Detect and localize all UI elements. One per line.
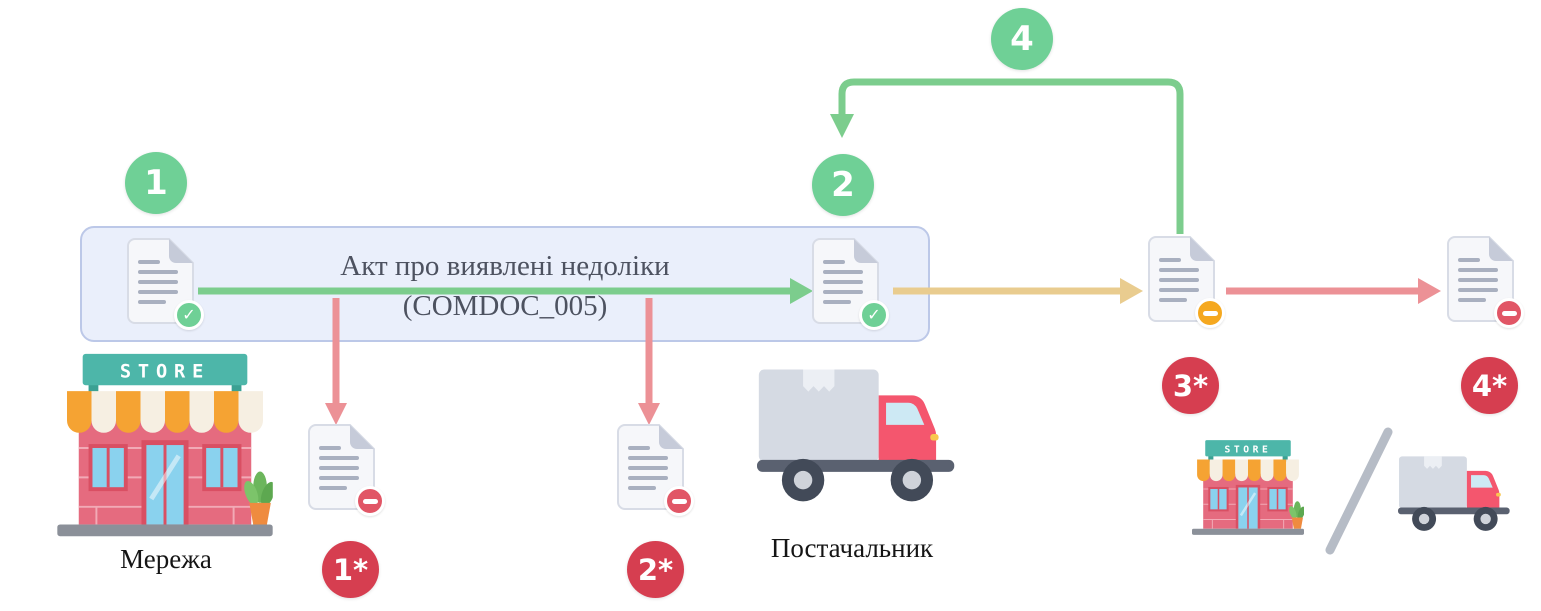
alt-step-badge-2: 2*: [627, 541, 684, 598]
document-rejected-icon-1-alt: [307, 424, 385, 516]
check-badge-icon: ✓: [174, 300, 204, 330]
minus-bar: [671, 498, 687, 504]
document-title-line1: Акт про виявлені недоліки: [340, 250, 670, 282]
arrow-flow-3-arrowhead: [1418, 278, 1441, 304]
document-rejected-icon-4: [1446, 236, 1524, 328]
document-warning-icon-3: [1147, 236, 1225, 328]
minus-bar: [362, 498, 378, 504]
document-title-line2: (COMDOC_005): [402, 290, 608, 323]
check-mark-icon: ✓: [182, 305, 196, 324]
minus-badge-red-icon: [664, 486, 694, 516]
minus-badge-orange-icon: [1195, 298, 1225, 328]
truck-illustration: [757, 362, 969, 519]
check-mark-icon: ✓: [867, 305, 881, 324]
document-approved-icon-2: ✓: [811, 238, 889, 330]
divider-slash: [1325, 427, 1393, 555]
check-badge-icon: ✓: [859, 300, 889, 330]
alt-step-badge-1: 1*: [322, 541, 379, 598]
supplier-label: Постачальник: [770, 533, 934, 563]
arrow-flow-2-arrowhead: [1120, 278, 1143, 304]
minus-bar: [1202, 310, 1218, 316]
step-badge-2: 2: [812, 154, 874, 216]
document-approved-icon-1: ✓: [126, 238, 204, 330]
step-badge-1: 1: [125, 152, 187, 214]
arrow-flow-4-return: [838, 78, 1184, 234]
store-illustration: [57, 350, 273, 546]
arrow-alt-2-arrowhead: [638, 403, 660, 425]
minus-bar: [1501, 310, 1517, 316]
document-rejected-icon-2-alt: [616, 424, 694, 516]
network-label: Мережа: [120, 544, 212, 574]
truck-illustration-small: [1398, 452, 1518, 541]
document-title: Акт про виявлені недоліки (COMDOC_005): [80, 246, 930, 326]
minus-badge-red-icon: [1494, 298, 1524, 328]
arrow-alt-1-arrowhead: [325, 403, 347, 425]
step-badge-4: 4: [991, 8, 1053, 70]
store-illustration-small: [1192, 438, 1304, 540]
alt-step-badge-3: 3*: [1162, 357, 1219, 414]
arrow-flow-4-arrowhead: [830, 114, 854, 138]
act-document-panel: [80, 226, 930, 342]
minus-badge-red-icon: [355, 486, 385, 516]
alt-step-badge-4: 4*: [1461, 357, 1518, 414]
